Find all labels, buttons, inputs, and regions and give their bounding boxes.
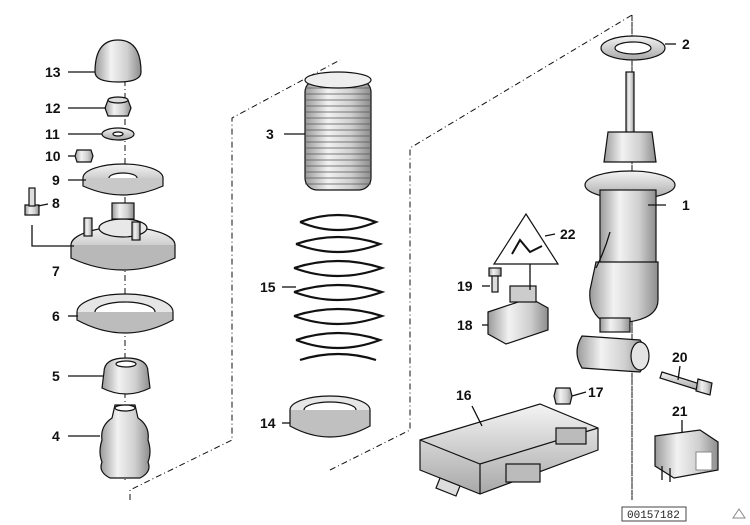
label-2: 2 [682, 36, 690, 52]
label-4: 4 [52, 428, 60, 444]
relay [654, 429, 719, 482]
leader-lines [31, 43, 683, 437]
reference-number: 00157182 [627, 510, 680, 522]
coil-spring [293, 213, 386, 362]
small-nut-17 [553, 387, 573, 405]
warning-label [492, 212, 560, 265]
spring-seat [289, 395, 371, 438]
label-15: 15 [260, 279, 276, 295]
small-nut [74, 149, 94, 163]
control-unit [419, 403, 599, 497]
label-21: 21 [672, 403, 688, 419]
label-13: 13 [45, 64, 61, 80]
protective-boot [304, 71, 372, 191]
screw-19 [488, 267, 502, 293]
label-9: 9 [52, 172, 60, 188]
spacer-ring [76, 293, 174, 334]
height-sensor [487, 285, 549, 345]
part-labels: 13 12 11 10 9 8 7 6 5 4 3 15 14 2 1 22 1… [45, 36, 690, 444]
label-10: 10 [45, 148, 61, 164]
label-8: 8 [52, 195, 60, 211]
label-18: 18 [457, 317, 473, 333]
label-20: 20 [672, 349, 688, 365]
bolt-20 [659, 371, 713, 396]
support-plate [82, 163, 164, 196]
label-19: 19 [457, 278, 473, 294]
strut-mount [70, 202, 176, 271]
shock-absorber [576, 71, 676, 373]
label-3: 3 [266, 126, 274, 142]
reference-number-box: 00157182 [621, 506, 746, 522]
top-clip-ring [600, 35, 666, 61]
washer [101, 127, 135, 141]
bump-cap [101, 357, 151, 395]
bump-stop [99, 404, 151, 479]
dust-cap [94, 39, 142, 83]
bolt-8 [24, 187, 40, 216]
label-16: 16 [456, 387, 472, 403]
label-7: 7 [52, 263, 60, 279]
hex-nut [104, 96, 132, 117]
label-22: 22 [560, 226, 576, 242]
label-14: 14 [260, 415, 276, 431]
label-1: 1 [682, 197, 690, 213]
label-12: 12 [45, 100, 61, 116]
label-6: 6 [52, 308, 60, 324]
triangle-icon [732, 508, 746, 519]
label-11: 11 [45, 126, 60, 142]
label-17: 17 [588, 384, 604, 400]
label-5: 5 [52, 368, 60, 384]
